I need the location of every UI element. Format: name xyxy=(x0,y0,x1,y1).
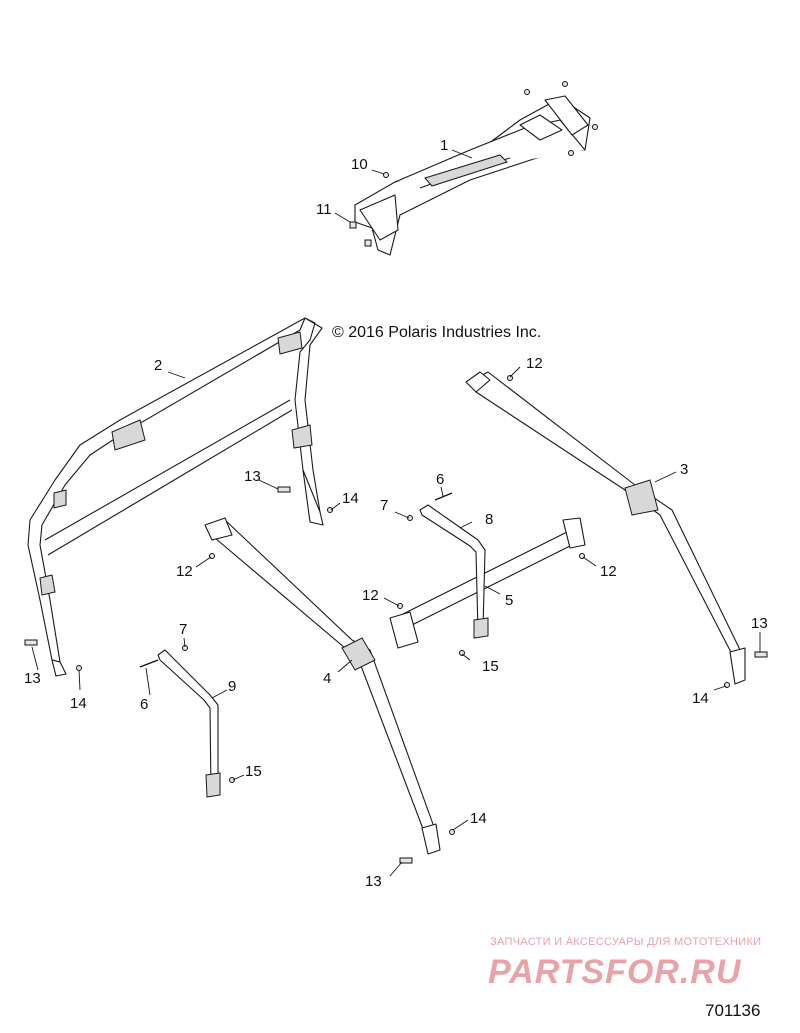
callout-3: 3 xyxy=(680,461,688,478)
callout-2: 2 xyxy=(154,357,162,374)
watermark: ЗАПЧАСТИ И АКСЕССУАРЫ ДЛЯ МОТОТЕХНИКИ PA… xyxy=(488,936,761,991)
callout-14-center: 14 xyxy=(342,490,359,507)
callout-6-left: 6 xyxy=(140,696,148,713)
callout-14-left: 14 xyxy=(70,695,87,712)
callout-12-top: 12 xyxy=(526,355,543,372)
part-4-left-brace xyxy=(204,517,441,855)
part-5-cross-brace xyxy=(389,517,586,649)
callout-13-center: 13 xyxy=(244,468,261,485)
callout-15-center: 15 xyxy=(482,658,499,675)
callout-10: 10 xyxy=(351,156,368,173)
callout-9: 9 xyxy=(228,678,236,695)
part-3-right-brace xyxy=(465,371,746,685)
part-1-panel xyxy=(354,95,591,256)
callout-5: 5 xyxy=(505,592,513,609)
callout-4: 4 xyxy=(323,670,331,687)
callout-12-center: 12 xyxy=(362,587,379,604)
callout-12-left: 12 xyxy=(176,563,193,580)
callout-labels: 1 10 11 2 3 12 12 12 12 5 8 7 6 13 14 15… xyxy=(24,137,768,890)
callout-6-center: 6 xyxy=(436,471,444,488)
callout-14-right: 14 xyxy=(692,690,709,707)
watermark-logo: PARTSFOR.RU xyxy=(488,953,742,991)
part-1-hardware xyxy=(349,81,598,247)
copyright-text: © 2016 Polaris Industries Inc. xyxy=(332,324,541,341)
callout-7-left: 7 xyxy=(179,621,187,638)
part-2-front-hoop xyxy=(27,317,324,677)
callout-13-right: 13 xyxy=(751,615,768,632)
callout-11: 11 xyxy=(316,201,332,218)
callout-12-right: 12 xyxy=(600,563,617,580)
leader-lines xyxy=(31,149,761,877)
callout-8: 8 xyxy=(485,511,493,528)
callout-15-left: 15 xyxy=(245,763,262,780)
callout-13-bottom: 13 xyxy=(365,873,382,890)
part-8-grab-handle xyxy=(419,504,489,639)
watermark-subtitle: ЗАПЧАСТИ И АКСЕССУАРЫ ДЛЯ МОТОТЕХНИКИ xyxy=(490,936,761,948)
callout-1: 1 xyxy=(440,137,448,154)
loose-hardware xyxy=(24,375,768,864)
part-9-grab-handle xyxy=(157,649,221,798)
callout-14-bottom: 14 xyxy=(470,810,487,827)
callout-13-left: 13 xyxy=(24,670,41,687)
callout-7-center: 7 xyxy=(380,497,388,514)
diagram-number: 701136 xyxy=(705,1001,760,1020)
